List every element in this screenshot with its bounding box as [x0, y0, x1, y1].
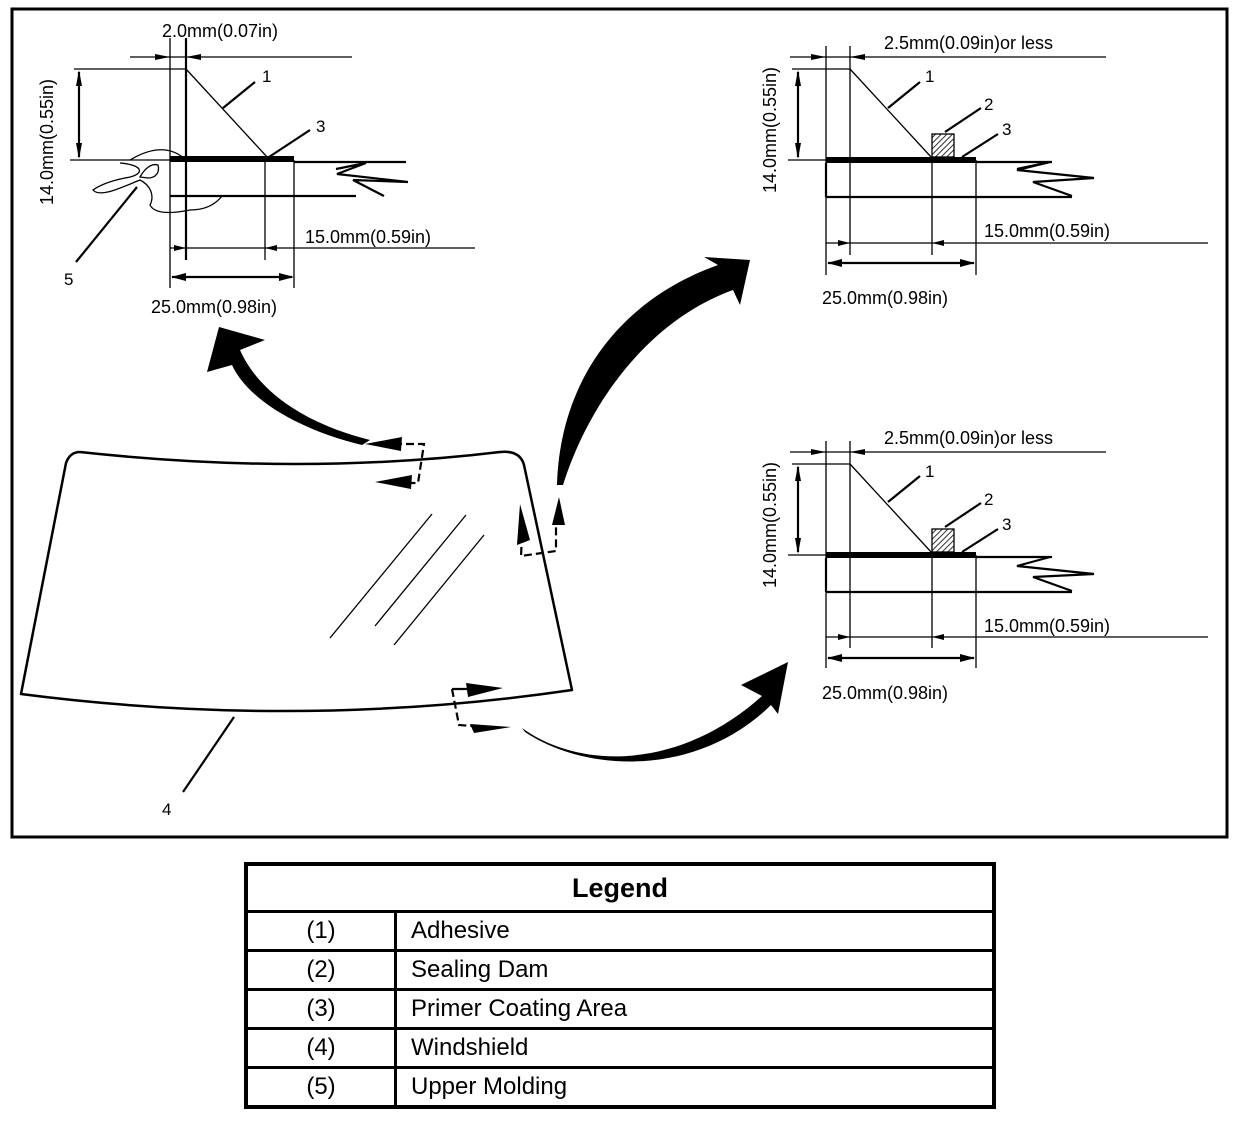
dim-inner-width: 15.0mm(0.59in) — [984, 221, 1110, 241]
callout-adhesive: 1 — [925, 462, 934, 481]
legend-number: (4) — [244, 1027, 397, 1069]
callout-sealing-dam: 2 — [984, 95, 993, 114]
detail-upper-molding: 2.0mm(0.07in) 14.0mm(0.55in) 15.0mm(0.59… — [37, 21, 475, 317]
callout-adhesive: 1 — [262, 67, 271, 86]
legend-number: (3) — [244, 988, 397, 1030]
legend-number: (1) — [244, 910, 397, 952]
curved-arrow-side — [557, 257, 750, 485]
legend-row: (2) Sealing Dam — [244, 949, 996, 991]
legend-label: Primer Coating Area — [394, 988, 996, 1030]
legend-row: (3) Primer Coating Area — [244, 988, 996, 1030]
callout-primer: 3 — [1002, 515, 1011, 534]
legend-label: Adhesive — [394, 910, 996, 952]
windshield-diagram: 2.0mm(0.07in) 14.0mm(0.55in) 15.0mm(0.59… — [10, 7, 1229, 839]
dim-height: 14.0mm(0.55in) — [37, 79, 57, 205]
dim-offset: 2.5mm(0.09in)or less — [884, 33, 1053, 53]
dim-offset: 2.5mm(0.09in)or less — [884, 428, 1053, 448]
detail-side-top: 2.5mm(0.09in)or less 14.0mm(0.55in) 15.0… — [760, 33, 1208, 308]
windshield: 4 — [19, 437, 574, 819]
callout-primer: 3 — [1002, 120, 1011, 139]
diagram-frame — [10, 7, 1229, 839]
legend-title: Legend — [244, 862, 996, 913]
curved-arrow-bottom — [522, 662, 788, 762]
detail-side-bottom: 2.5mm(0.09in)or less 14.0mm(0.55in) 15.0… — [760, 428, 1208, 703]
legend-row: (5) Upper Molding — [244, 1066, 996, 1109]
dim-offset: 2.0mm(0.07in) — [162, 21, 278, 41]
curved-arrow-top — [207, 327, 370, 445]
legend-number: (5) — [244, 1066, 397, 1109]
dim-outer-width: 25.0mm(0.98in) — [822, 288, 948, 308]
callout-primer: 3 — [316, 117, 325, 136]
dim-height: 14.0mm(0.55in) — [760, 462, 780, 588]
legend-label: Windshield — [394, 1027, 996, 1069]
dim-height: 14.0mm(0.55in) — [760, 67, 780, 193]
legend-label: Sealing Dam — [394, 949, 996, 991]
legend-row: (4) Windshield — [244, 1027, 996, 1069]
legend-row: (1) Adhesive — [244, 910, 996, 952]
dim-outer-width: 25.0mm(0.98in) — [151, 297, 277, 317]
legend-label: Upper Molding — [394, 1066, 996, 1109]
legend-table: Legend (1) Adhesive (2) Sealing Dam (3) … — [244, 862, 996, 1109]
callout-adhesive: 1 — [925, 67, 934, 86]
dim-inner-width: 15.0mm(0.59in) — [305, 227, 431, 247]
callout-upper-molding: 5 — [64, 270, 73, 289]
callout-windshield: 4 — [162, 800, 171, 819]
dim-outer-width: 25.0mm(0.98in) — [822, 683, 948, 703]
legend-number: (2) — [244, 949, 397, 991]
dim-inner-width: 15.0mm(0.59in) — [984, 616, 1110, 636]
callout-sealing-dam: 2 — [984, 490, 993, 509]
